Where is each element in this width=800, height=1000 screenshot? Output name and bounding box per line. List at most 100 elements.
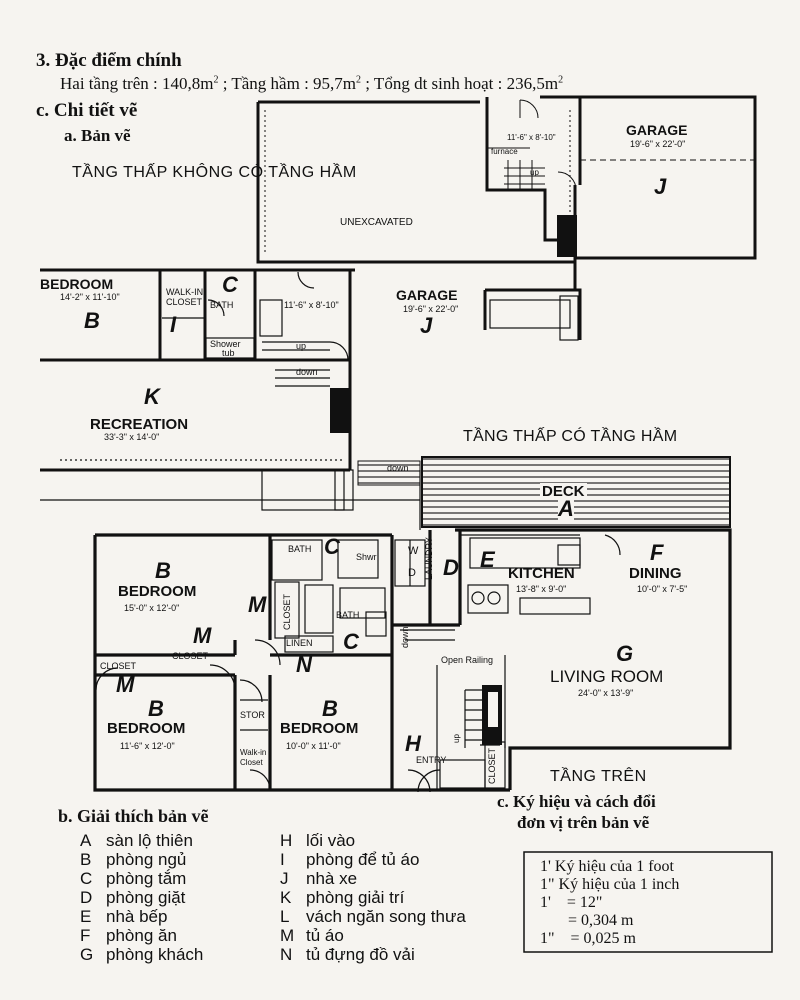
letter-m-1: M: [248, 592, 267, 617]
letter-c-upper-1: C: [324, 534, 340, 559]
label-linen: LINEN: [286, 638, 313, 648]
conversion-row: = 0,304 m: [540, 912, 634, 929]
label-shower: Shower: [210, 339, 241, 349]
dim-bedroom-2: 11'-6" x 12'-0": [120, 741, 175, 751]
area-unit-sup: 2: [213, 74, 219, 86]
fireplace-lower: [330, 388, 350, 433]
area-total: ; Tổng dt sinh hoạt : 236,5m: [361, 74, 559, 93]
dim-utility-top: 11'-6" x 8'-10": [507, 133, 556, 142]
label-walk-in: WALK-IN: [166, 287, 204, 297]
label-down-lower: down: [296, 367, 318, 377]
label-w: W: [408, 545, 419, 557]
conversion-row: 1' = 12": [540, 894, 603, 911]
label-down-upper: down: [400, 626, 410, 648]
letter-j-lower: J: [420, 313, 433, 338]
label-unexcavated: UNEXCAVATED: [340, 217, 413, 228]
letter-g: G: [616, 641, 634, 666]
label-closet-vertical: CLOSET: [282, 593, 292, 630]
label-bath-lower: BATH: [210, 300, 234, 310]
dim-garage-top: 19'-6" x 22'-0": [630, 139, 686, 149]
label-walk-in-upper: Walk-in: [240, 748, 267, 757]
area-basement: ; Tầng hầm : 95,7m: [218, 74, 357, 93]
letter-d: D: [443, 555, 459, 580]
dim-living-room: 24'-0" x 13'-9": [578, 688, 634, 698]
label-open-railing: Open Railing: [441, 655, 494, 665]
label-up-lower: up: [296, 341, 307, 351]
letter-c-lower: C: [222, 272, 238, 297]
conversion-row: 1" = 0,025 m: [540, 930, 636, 947]
area-unit-sup: 2: [356, 74, 362, 86]
letter-h: H: [405, 731, 421, 756]
dim-dining: 10'-0" x 7'-5": [637, 584, 688, 594]
label-living-room: LIVING ROOM: [550, 667, 664, 686]
conversion-title-2: đơn vị trên bản vẽ: [517, 813, 650, 832]
label-recreation: RECREATION: [90, 416, 189, 433]
letter-m-2: M: [193, 623, 212, 648]
dim-room-lower: 11'-6" x 8'-10": [284, 300, 339, 310]
letter-m-3: M: [116, 672, 135, 697]
label-laundry: LAUNDRY: [424, 537, 434, 580]
label-tub: tub: [222, 348, 235, 358]
title-lower-with-basement: TẦNG THẤP CÓ TẦNG HẦM: [463, 428, 678, 445]
conversion-title-1: c. Ký hiệu và cách đổi: [497, 792, 656, 811]
area-unit-sup: 2: [558, 74, 564, 86]
label-garage-top: GARAGE: [626, 122, 688, 138]
label-bath-upper-2: BATH: [336, 610, 360, 620]
label-closet-left: CLOSET: [100, 661, 137, 671]
dim-recreation: 33'-3" x 14'-0": [104, 432, 160, 442]
letter-b-upper-2: B: [148, 696, 164, 721]
label-furnace: furnace: [491, 147, 518, 156]
dim-bedroom-1: 15'-0" x 12'-0": [124, 603, 180, 613]
letter-n: N: [296, 652, 312, 677]
letter-f: F: [650, 540, 664, 565]
area-upper: Hai tầng trên : 140,8m: [60, 74, 214, 93]
letter-i-lower: I: [170, 312, 177, 337]
chimney: [557, 215, 577, 257]
label-deck: DECK: [540, 483, 587, 500]
label-closet-entry: CLOSET: [487, 747, 497, 784]
section-heading-features: 3. Đặc điểm chính: [36, 50, 182, 71]
letter-a: A: [558, 496, 574, 522]
letter-b-lower: B: [84, 308, 100, 333]
deck-stair-hatch: [357, 460, 421, 486]
dim-bedroom-3: 10'-0" x 11'-0": [286, 741, 341, 751]
label-garage-lower: GARAGE: [396, 287, 458, 303]
label-up-top: up: [530, 168, 539, 177]
label-d-washer: D: [408, 567, 416, 579]
label-shwr: Shwr: [356, 552, 377, 562]
label-bedroom-3: BEDROOM: [280, 720, 359, 737]
letter-b-upper-1: B: [155, 558, 171, 583]
letter-c-upper-2: C: [343, 629, 359, 654]
letter-j-top: J: [654, 174, 667, 199]
label-kitchen: KITCHEN: [508, 565, 575, 582]
label-bedroom-2: BEDROOM: [107, 720, 186, 737]
letter-e: E: [480, 547, 495, 572]
conversion-row: 1" Ký hiệu của 1 inch: [540, 876, 680, 893]
title-lower-no-basement: TẦNG THẤP KHÔNG CÓ TẦNG HẦM: [72, 164, 357, 181]
dim-kitchen: 13'-8" x 9'-0": [516, 584, 567, 594]
label-dining: DINING: [629, 565, 682, 582]
conversion-row: 1' Ký hiệu của 1 foot: [540, 858, 674, 875]
dim-garage-lower: 19'-6" x 22'-0": [403, 304, 459, 314]
letter-k-lower: K: [144, 384, 160, 409]
legend-title: b. Giải thích bản vẽ: [58, 806, 209, 826]
label-stor: STOR: [240, 710, 265, 720]
letter-b-upper-3: B: [322, 696, 338, 721]
label-bath-upper-1: BATH: [288, 544, 312, 554]
label-up-upper: up: [452, 734, 461, 743]
